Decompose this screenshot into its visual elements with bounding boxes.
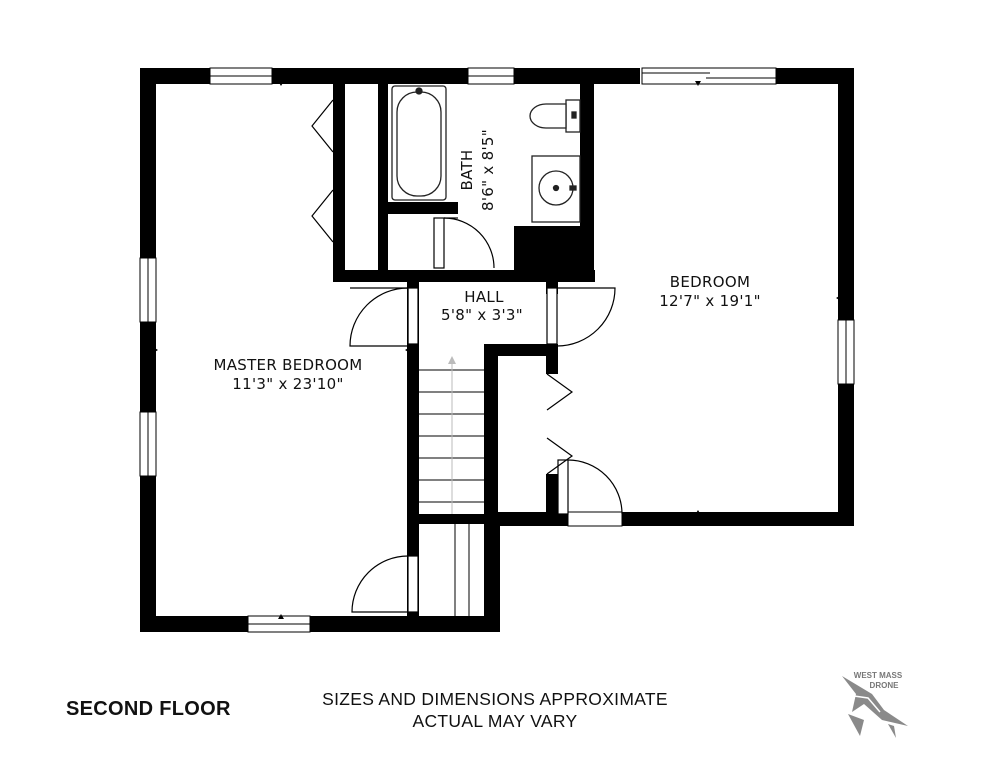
sink-icon	[531, 155, 581, 223]
windows	[139, 67, 855, 633]
logo-text-line-1: WEST MASS	[854, 671, 903, 680]
interior-walls	[333, 84, 595, 622]
bath-name: BATH	[458, 149, 476, 190]
disclaimer-line-1: SIZES AND DIMENSIONS APPROXIMATE	[322, 689, 668, 709]
disclaimer-note: SIZES AND DIMENSIONS APPROXIMATE ACTUAL …	[300, 688, 690, 732]
disclaimer-line-2: ACTUAL MAY VARY	[412, 711, 578, 731]
doors	[311, 99, 623, 613]
bedroom-name: BEDROOM	[670, 273, 750, 291]
toilet-icon	[529, 99, 581, 133]
hall-name: HALL	[464, 288, 504, 306]
floor-title: SECOND FLOOR	[66, 698, 231, 720]
logo-text-line-2: DRONE	[870, 681, 900, 690]
dimension-markers	[153, 81, 841, 619]
bedroom-dims: 12'7" x 19'1"	[659, 292, 761, 310]
hall-dims: 5'8" x 3'3"	[441, 306, 523, 324]
stairs	[419, 356, 484, 616]
master-bedroom-dims: 11'3" x 23'10"	[232, 375, 343, 393]
master-bedroom-name: MASTER BEDROOM	[213, 356, 362, 374]
room-labels: MASTER BEDROOM 11'3" x 23'10" BEDROOM 12…	[213, 129, 760, 393]
bath-fixtures	[391, 85, 581, 223]
bath-dims: 8'6" x 8'5"	[479, 129, 497, 211]
west-mass-drone-logo-icon: WEST MASS DRONE	[842, 671, 908, 738]
